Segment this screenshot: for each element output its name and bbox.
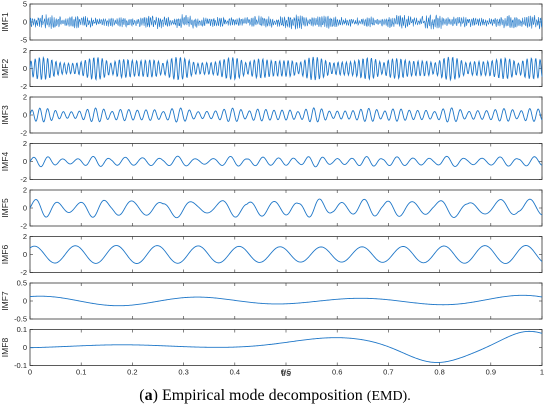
y-tick-label: 2 [23,46,27,55]
y-tick-label: 0 [23,250,27,259]
caption-label: a [144,387,153,404]
x-axis-label: t/s [281,368,291,378]
x-tick-label: 0.4 [230,368,240,377]
y-tick-label: 0 [23,297,27,306]
y-tick-label: 2 [23,186,27,195]
panel-label: IMF1 [0,12,10,32]
panel-label: IMF8 [0,338,10,358]
y-tick-label: 0 [23,111,27,120]
panel-frame [29,143,543,180]
panel-label: IMF3 [0,105,10,125]
x-tick-label: 0.5 [281,368,291,377]
panel-imf1: 5 0 -5 IMF1 [0,0,543,45]
y-tick-label: 0.1 [17,325,27,334]
y-tick-label: 0.5 [17,279,27,288]
y-tick-label: 0 [23,204,27,213]
figure-caption: (a) Empirical mode decomposition (EMD). [0,384,550,408]
series-line-imf5 [29,198,543,219]
panel-frame [29,329,543,366]
y-tick-label: -2 [20,82,27,91]
series-line-imf6 [29,245,543,264]
x-tick-label: 0.7 [383,368,393,377]
series-line-imf4 [29,155,543,168]
y-tick-label: -0.1 [14,361,27,370]
series-line-imf2 [29,56,543,82]
panel-frame [29,236,543,273]
y-tick-label: -0.5 [14,315,27,324]
series-line-imf7 [29,294,543,307]
caption-text: Empirical mode decomposition [157,387,367,404]
caption-abbr: (EMD). [366,389,411,404]
imf-panels: 50-5IMF120-2IMF220-2IMF320-2IMF420-2IMF5… [0,0,544,377]
y-tick-label: -2 [20,129,27,138]
panel-imf6: 2 0 -2 IMF6 [0,232,543,277]
panel-imf5: 2 0 -2 IMF5 [0,186,543,231]
x-tick-label: 0 [28,368,32,377]
caption-open: ( [139,387,145,404]
y-tick-label: 5 [23,0,27,9]
y-tick-label: -2 [20,175,27,184]
panel-imf7: 0.5 0 -0.5 IMF7 [0,279,543,324]
panel-imf3: 2 0 -2 IMF3 [0,93,543,138]
y-tick-label: 0 [23,343,27,352]
panel-imf4: 2 0 -2 IMF4 [0,139,543,184]
caption-close: ) [152,387,158,404]
x-tick-label: 1 [540,368,544,377]
series-line-imf8 [29,330,543,363]
x-tick-label: 0.1 [76,368,86,377]
emd-figure: 50-5IMF120-2IMF220-2IMF320-2IMF420-2IMF5… [0,0,544,378]
y-tick-label: 2 [23,93,27,102]
panel-imf2: 2 0 -2 IMF2 [0,46,543,91]
x-tick-label: 0.2 [127,368,137,377]
panel-label: IMF6 [0,245,10,265]
panel-label: IMF5 [0,198,10,218]
y-tick-label: -2 [20,222,27,231]
panel-frame [29,189,543,227]
y-tick-label: 0 [23,157,27,166]
panel-label: IMF4 [0,152,10,172]
x-tick-label: 0.8 [434,368,444,377]
x-tick-label: 0.3 [178,368,188,377]
x-tick-label: 0.9 [486,368,496,377]
panel-frame [29,96,543,134]
panel-label: IMF2 [0,59,10,79]
y-tick-label: 0 [23,18,27,27]
y-tick-label: -2 [20,268,27,277]
panel-frame [29,50,543,87]
panel-frame [29,282,543,320]
y-tick-label: 2 [23,232,27,241]
x-tick-label: 0.6 [332,368,342,377]
y-tick-label: -5 [20,36,27,45]
series-line-imf1 [29,14,543,30]
y-tick-label: 2 [23,139,27,148]
y-tick-label: 0 [23,64,27,73]
series-line-imf3 [29,107,543,123]
panel-label: IMF7 [0,291,10,311]
